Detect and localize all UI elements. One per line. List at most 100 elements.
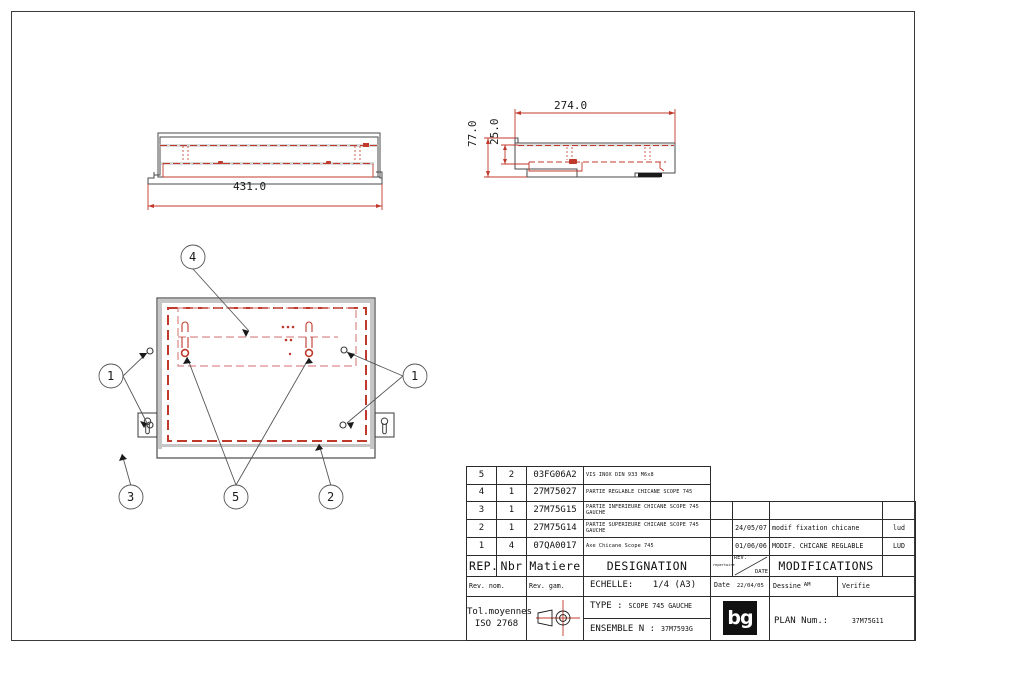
title-block: 5 2 03FG06A2 VIS INOX DIN 933 M6x8 4 1 2… — [466, 466, 916, 642]
mod-by-3: LUD — [882, 536, 916, 556]
parts-designation-2: PARTIE SUPERIEURE CHICANE SCOPE 745 GAUC… — [583, 519, 711, 538]
header-matiere: Matiere — [526, 554, 584, 577]
mod-text-3: MODIF. CHICANE REGLABLE — [769, 536, 883, 556]
mod-rev-cell-3 — [710, 536, 733, 556]
parts-row-2: 2 1 27M75G14 PARTIE SUPERIEURE CHICANE S… — [466, 519, 916, 538]
projection-symbol-cell — [526, 595, 584, 642]
header-nbr: Nbr — [496, 554, 527, 577]
mod-text-1 — [769, 501, 883, 521]
balloon-4-top — [180, 244, 206, 270]
side-elevation-view: 274.0 77.0 25.0 — [466, 95, 700, 200]
mod-by-2: lud — [882, 519, 916, 538]
parts-header-row: REP. Nbr Matiere DESIGNATION repertoire … — [466, 554, 916, 577]
side-view-height-outer-label: 77.0 — [466, 120, 479, 148]
balloon-1-right — [402, 363, 428, 389]
revision-scale-row: Rev. nom. Rev. gam. ECHELLE: 1/4 (A3) Da… — [466, 575, 916, 597]
balloon-label-1-right: 1 — [411, 369, 419, 383]
parts-matiere-4: 27M75027 — [526, 483, 584, 503]
mod-text-2: modif fixation chicane — [769, 519, 883, 538]
parts-row-5: 5 2 03FG06A2 VIS INOX DIN 933 M6x8 — [466, 466, 916, 485]
balloon-label-2: 2 — [327, 490, 335, 504]
dessine-label: Dessine — [773, 581, 801, 590]
parts-matiere-2: 27M75G14 — [526, 519, 584, 538]
ensemble-value: 37M7593G — [661, 625, 693, 634]
hidden-outline-inner — [177, 307, 357, 367]
parts-nbr-3: 1 — [496, 501, 527, 521]
parts-designation-5: VIS INOX DIN 933 M6x8 — [583, 466, 711, 485]
parts-row-1: 1 4 07QA0017 Axe Chicane Scope 745 01/06… — [466, 536, 916, 556]
date-value: 22/04/05 — [736, 583, 764, 590]
parts-row-4: 4 1 27M75027 PARTIE REGLABLE CHICANE SCO… — [466, 483, 916, 503]
side-view-width-label: 274.0 — [554, 99, 588, 112]
parts-rep-2: 2 — [466, 519, 497, 538]
type-value: SCOPE 745 GAUCHE — [628, 602, 693, 611]
parts-nbr-5: 2 — [496, 466, 527, 485]
header-designation: DESIGNATION — [583, 554, 711, 577]
verifie-label: Verifie — [842, 581, 870, 590]
bg-logo-icon: bg — [723, 601, 757, 636]
balloon-label-1-left: 1 — [107, 369, 115, 383]
logo-cell: bg — [710, 595, 770, 642]
balloon-label-4: 4 — [189, 250, 197, 264]
rev-nom-label: Rev. nom. — [466, 575, 527, 597]
tolerance-line1: Tol.moyennes — [467, 607, 533, 618]
hidden-outline-outer — [167, 307, 367, 442]
pivot-points — [180, 348, 314, 358]
dessine-verifie-cell: Dessine AM Verifie — [769, 575, 916, 597]
side-view-height-inner-label: 25.0 — [488, 118, 501, 146]
first-angle-projection-icon — [527, 597, 583, 640]
tolerance-cell: Tol.moyennes ISO 2768 — [466, 595, 533, 642]
parts-nbr-2: 1 — [496, 519, 527, 538]
bottom-info-row: Tol.moyennes ISO 2768 TYPE : — [466, 595, 916, 642]
date-label-rev: DATE — [755, 568, 768, 575]
dimension-77 — [484, 137, 527, 178]
parts-matiere-5: 03FG06A2 — [526, 466, 584, 485]
balloon-5-bottom — [223, 484, 249, 510]
dessine-value: AM — [803, 582, 811, 589]
parts-rep-5: 5 — [466, 466, 497, 485]
echelle-value: 1/4 (A3) — [652, 580, 697, 591]
dimension-274 — [514, 109, 676, 143]
dimension-431 — [147, 184, 383, 210]
parts-rep-3: 3 — [466, 501, 497, 521]
plan-number-cell: PLAN Num.: 37M75G11 — [769, 595, 916, 642]
parts-designation-1: Axe Chicane Scope 745 — [583, 536, 711, 556]
mod-rev-cell-1 — [710, 501, 733, 521]
header-rep: REP. — [466, 554, 498, 577]
ensemble-label: ENSEMBLE N : — [590, 623, 656, 634]
echelle-cell: ECHELLE: 1/4 (A3) — [583, 575, 711, 597]
front-view-dimension-label: 431.0 — [233, 180, 267, 193]
plan-number-label: PLAN Num.: — [774, 615, 829, 626]
parts-rep-4: 4 — [466, 483, 497, 503]
mod-date-1 — [732, 501, 770, 521]
echelle-label: ECHELLE: — [590, 580, 634, 591]
type-ensemble-cell: TYPE : SCOPE 745 GAUCHE ENSEMBLE N : 37M… — [583, 595, 711, 642]
bg-logo-text: bg — [727, 606, 753, 629]
balloon-3-bottom — [118, 484, 144, 510]
parts-row-3: 3 1 27M75G15 PARTIE INFERIEURE CHICANE S… — [466, 501, 916, 521]
mod-by-header — [882, 554, 916, 577]
parts-nbr-4: 1 — [496, 483, 527, 503]
modifications-header: MODIFICATIONS — [769, 554, 883, 577]
front-elevation-view: 431.0 — [130, 120, 420, 220]
mod-by-1 — [882, 501, 916, 521]
tolerance-line2: ISO 2768 — [474, 619, 519, 630]
parts-rep-1: 1 — [466, 536, 497, 556]
parts-designation-4: PARTIE REGLABLE CHICANE SCOPE 745 — [583, 483, 711, 503]
balloon-label-3: 3 — [127, 490, 135, 504]
rev-gam-label: Rev. gam. — [526, 575, 584, 597]
balloon-1-left — [98, 363, 124, 389]
parts-nbr-1: 4 — [496, 536, 527, 556]
keyhole-slot-right — [374, 412, 395, 438]
parts-designation-3: PARTIE INFERIEURE CHICANE SCOPE 745 GAUC… — [583, 501, 711, 521]
repertoire-label: repertoire — [710, 554, 735, 577]
rev-date-diagonal-cell: REV. DATE — [732, 554, 770, 577]
mod-rev-cell-2 — [710, 519, 733, 538]
parts-matiere-1: 07QA0017 — [526, 536, 584, 556]
plan-view: 1 1 4 3 5 2 — [90, 244, 440, 520]
mod-date-2: 24/05/07 — [732, 519, 770, 538]
parts-matiere-3: 27M75G15 — [526, 501, 584, 521]
date-label: Date — [714, 581, 730, 590]
type-label: TYPE : — [590, 601, 623, 612]
plan-number-value: 37M75G11 — [851, 616, 884, 625]
